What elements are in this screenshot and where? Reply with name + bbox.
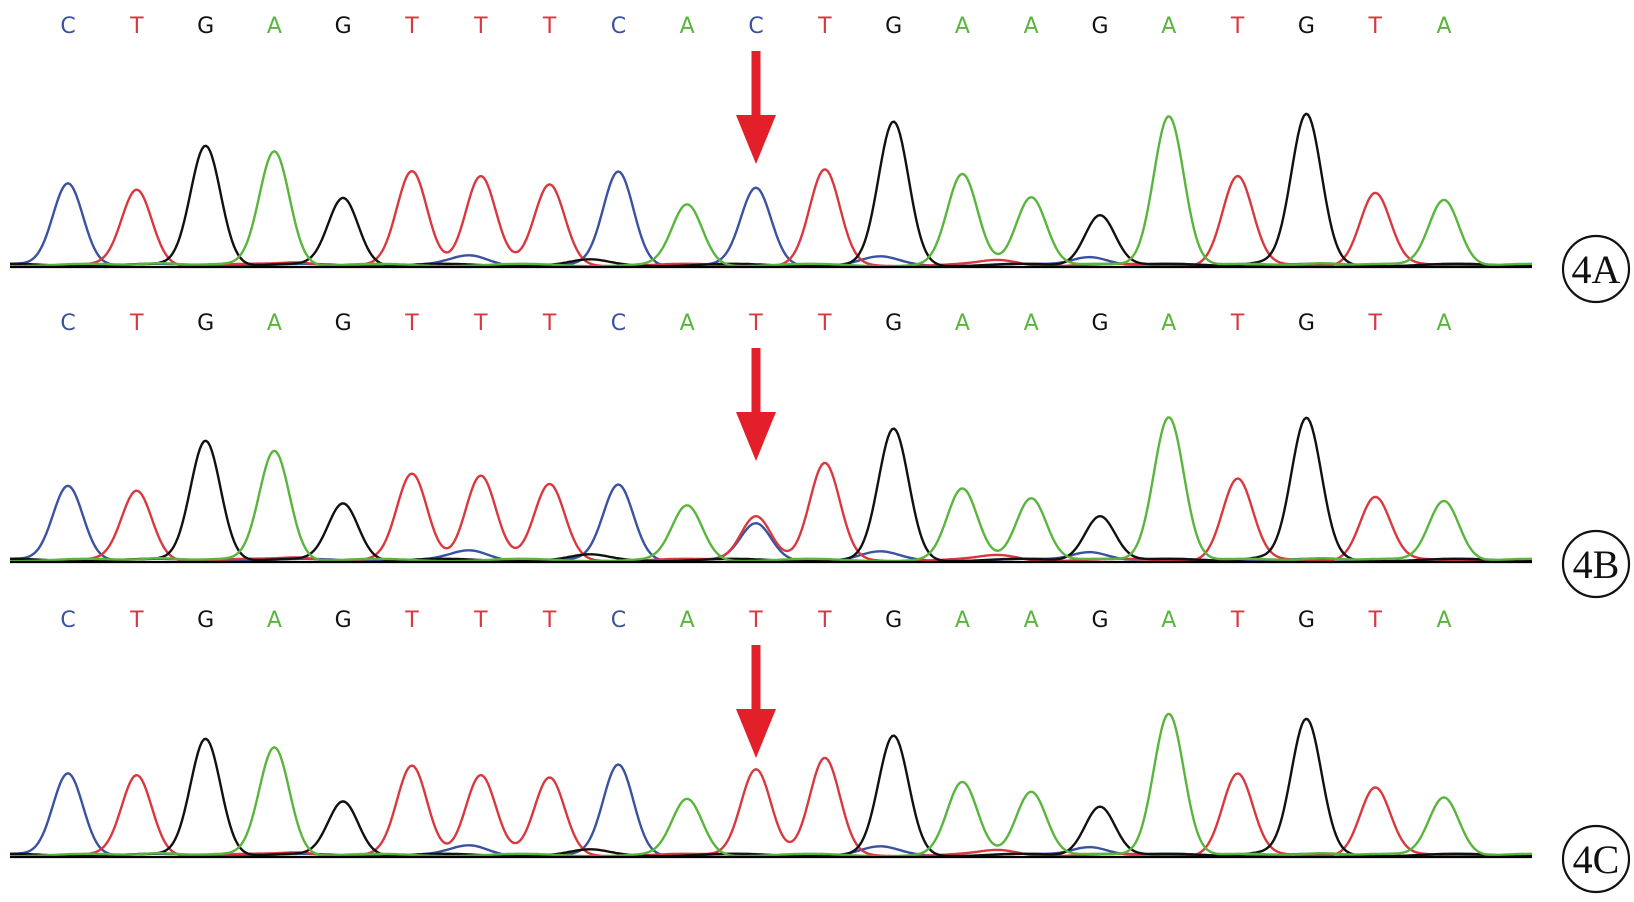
- base-call-letter: A: [267, 311, 282, 336]
- svg-text:4C: 4C: [1573, 837, 1620, 882]
- base-call-letter: T: [1367, 14, 1382, 39]
- base-call-letter: G: [1091, 608, 1108, 633]
- base-call-letter: C: [60, 14, 75, 39]
- base-call-letter: G: [1091, 14, 1108, 39]
- base-call-letter: T: [542, 608, 557, 633]
- base-call-letter: C: [60, 311, 75, 336]
- svg-text:4A: 4A: [1572, 247, 1621, 292]
- base-call-letter: G: [1298, 311, 1315, 336]
- base-call-letter: T: [748, 608, 763, 633]
- base-call-letter: T: [404, 14, 419, 39]
- base-call-letter: A: [1024, 608, 1039, 633]
- base-call-letter: G: [885, 608, 902, 633]
- panel-label: 4C: [1561, 824, 1631, 894]
- base-call-letter: C: [748, 14, 763, 39]
- base-call-letter: A: [1436, 311, 1451, 336]
- base-call-letter: T: [473, 14, 488, 39]
- base-call-letter: T: [1230, 311, 1245, 336]
- base-call-letter: T: [1367, 608, 1382, 633]
- panel-label: 4B: [1561, 529, 1631, 599]
- trace-g: [10, 112, 1532, 268]
- base-call-letter: A: [680, 14, 695, 39]
- trace-t: [10, 461, 1533, 563]
- base-call-letter: T: [404, 311, 419, 336]
- base-call-letter: T: [129, 14, 144, 39]
- base-call-letter: T: [817, 14, 832, 39]
- trace-g: [10, 717, 1532, 858]
- mutation-arrow: [736, 51, 776, 164]
- base-call-letter: G: [885, 311, 902, 336]
- base-call-letter: T: [542, 311, 557, 336]
- base-call-letter: T: [1230, 14, 1245, 39]
- trace-a: [10, 712, 1532, 858]
- base-call-letter: T: [748, 311, 763, 336]
- base-call-letter: A: [955, 311, 970, 336]
- base-call-letter: A: [1024, 311, 1039, 336]
- base-call-letter: G: [197, 14, 214, 39]
- base-call-letter: A: [267, 14, 282, 39]
- base-call-letter: T: [473, 311, 488, 336]
- base-call-letter: A: [955, 608, 970, 633]
- base-call-letter: T: [129, 311, 144, 336]
- base-call-letter: T: [542, 14, 557, 39]
- trace-c: [9, 763, 1532, 858]
- base-call-letter: C: [611, 608, 626, 633]
- base-call-letter: A: [267, 608, 282, 633]
- base-call-letter: A: [1024, 14, 1039, 39]
- base-call-letter: A: [1161, 14, 1176, 39]
- base-call-letter: A: [1436, 14, 1451, 39]
- panel-4c: C T G A G T T T C A T T G A A G A T G T A 4C: [9, 608, 1631, 894]
- base-call-letter: C: [60, 608, 75, 633]
- panel-4a: C T G A G T T T C A C T G A A G A T G T A 4A: [9, 14, 1631, 304]
- mutation-arrow: [736, 348, 776, 461]
- base-call-letter: G: [1091, 311, 1108, 336]
- base-call-letter: A: [1436, 608, 1451, 633]
- base-call-letter: A: [955, 14, 970, 39]
- base-call-letter: A: [680, 608, 695, 633]
- base-call-letter: G: [885, 14, 902, 39]
- mutation-arrow: [736, 645, 776, 758]
- base-call-letter: A: [680, 311, 695, 336]
- base-call-letter: A: [1161, 608, 1176, 633]
- base-call-letter: T: [817, 608, 832, 633]
- base-call-letter: G: [335, 14, 352, 39]
- base-call-letter: C: [611, 14, 626, 39]
- base-call-letter: G: [197, 608, 214, 633]
- base-call-letter: G: [1298, 608, 1315, 633]
- base-call-letter: G: [197, 311, 214, 336]
- base-call-letter: G: [335, 608, 352, 633]
- base-call-letter: T: [129, 608, 144, 633]
- base-call-letter: G: [335, 311, 352, 336]
- trace-a: [10, 115, 1532, 268]
- base-call-letter: T: [473, 608, 488, 633]
- trace-t: [10, 756, 1533, 858]
- base-call-letter: T: [1367, 311, 1382, 336]
- svg-text:4B: 4B: [1573, 542, 1620, 587]
- base-call-letter: T: [1230, 608, 1245, 633]
- trace-c: [9, 170, 1532, 268]
- base-call-letter: T: [817, 311, 832, 336]
- panel-label: 4A: [1561, 234, 1631, 304]
- panel-4b: C T G A G T T T C A T T G A A G A T G T A 4B: [9, 311, 1631, 599]
- base-call-letter: A: [1161, 311, 1176, 336]
- trace-a: [10, 416, 1532, 563]
- base-call-letter: C: [611, 311, 626, 336]
- base-call-letter: G: [1298, 14, 1315, 39]
- base-call-letter: T: [404, 608, 419, 633]
